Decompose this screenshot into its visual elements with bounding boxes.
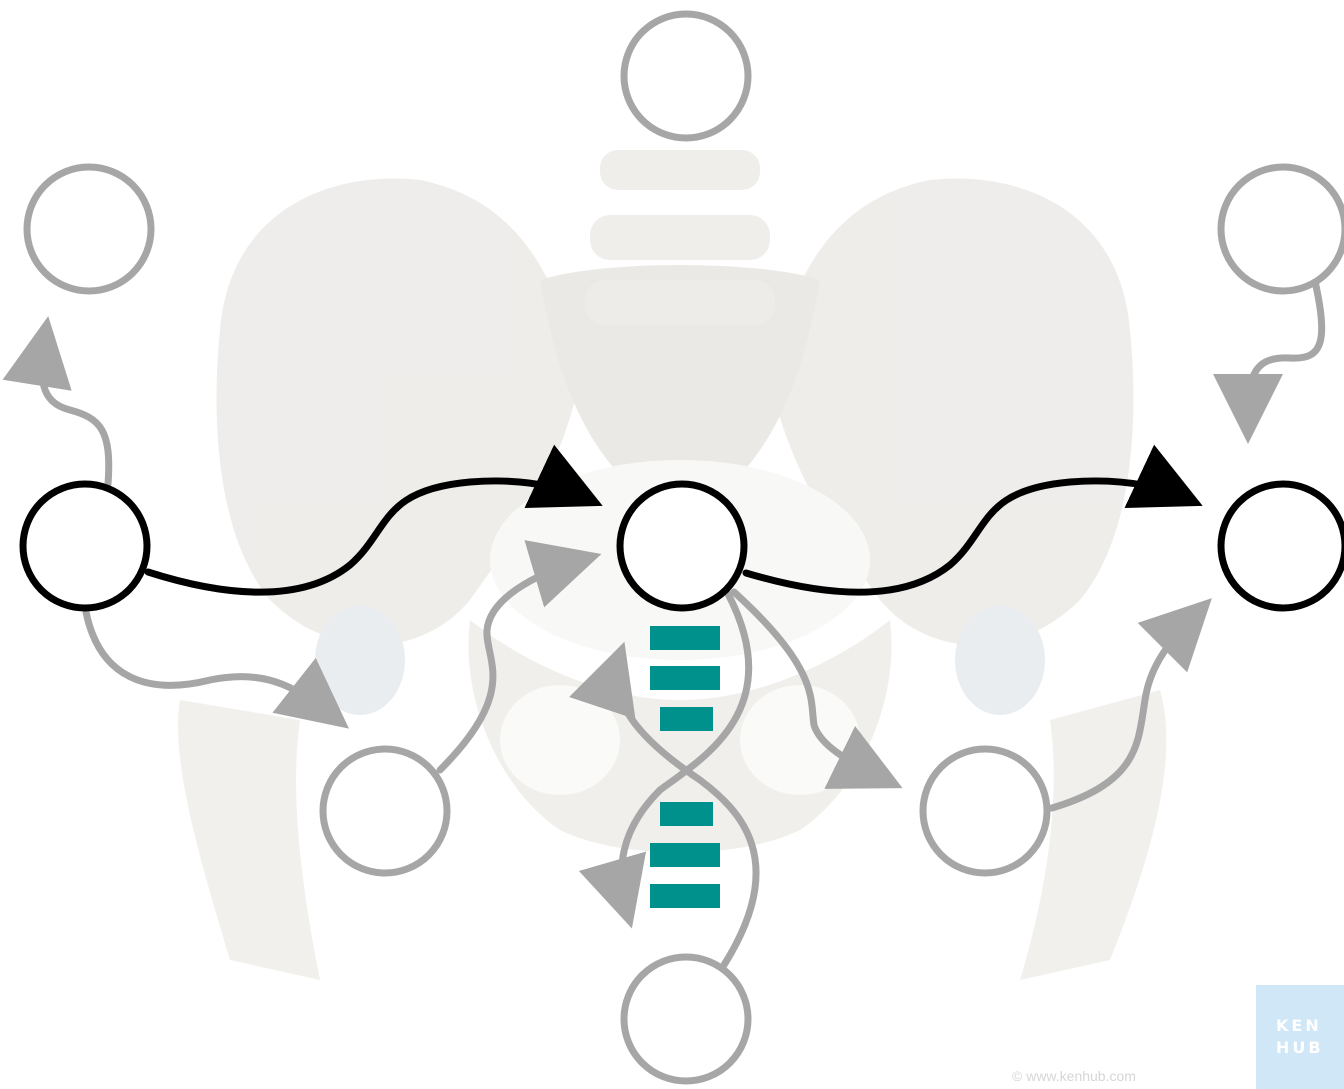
left-femur-shape	[178, 700, 320, 980]
node-lower-left	[323, 749, 447, 873]
right-obturator-foramen	[740, 685, 860, 795]
right-hip-joint	[955, 605, 1045, 715]
label-placeholder-2	[650, 666, 720, 690]
left-hip-joint	[315, 605, 405, 715]
node-top	[624, 14, 748, 138]
node-left	[23, 484, 147, 608]
kenhub-logo: KEN HUB	[1256, 985, 1344, 1089]
node-upper-right	[1221, 167, 1344, 291]
vertebra-1	[600, 150, 760, 190]
vertebra-2	[590, 215, 770, 260]
left-obturator-foramen	[500, 685, 620, 795]
node-lower-right	[923, 749, 1047, 873]
node-right	[1221, 484, 1344, 608]
edge-left-to-upper-left	[42, 330, 109, 484]
logo-text-line1: KEN	[1276, 1015, 1322, 1037]
label-placeholder-1	[650, 626, 720, 650]
node-bottom	[624, 957, 748, 1081]
logo-text-line2: HUB	[1276, 1037, 1324, 1059]
edge-left-to-lower-left	[86, 612, 338, 720]
label-placeholder-3	[660, 707, 713, 731]
vertebra-3	[585, 280, 775, 325]
copyright-text: © www.kenhub.com	[1012, 1068, 1136, 1084]
label-placeholder-4	[660, 802, 713, 826]
node-center	[620, 484, 744, 608]
label-placeholder-6	[650, 884, 720, 908]
node-upper-left	[27, 167, 151, 291]
label-placeholder-5	[650, 843, 720, 867]
